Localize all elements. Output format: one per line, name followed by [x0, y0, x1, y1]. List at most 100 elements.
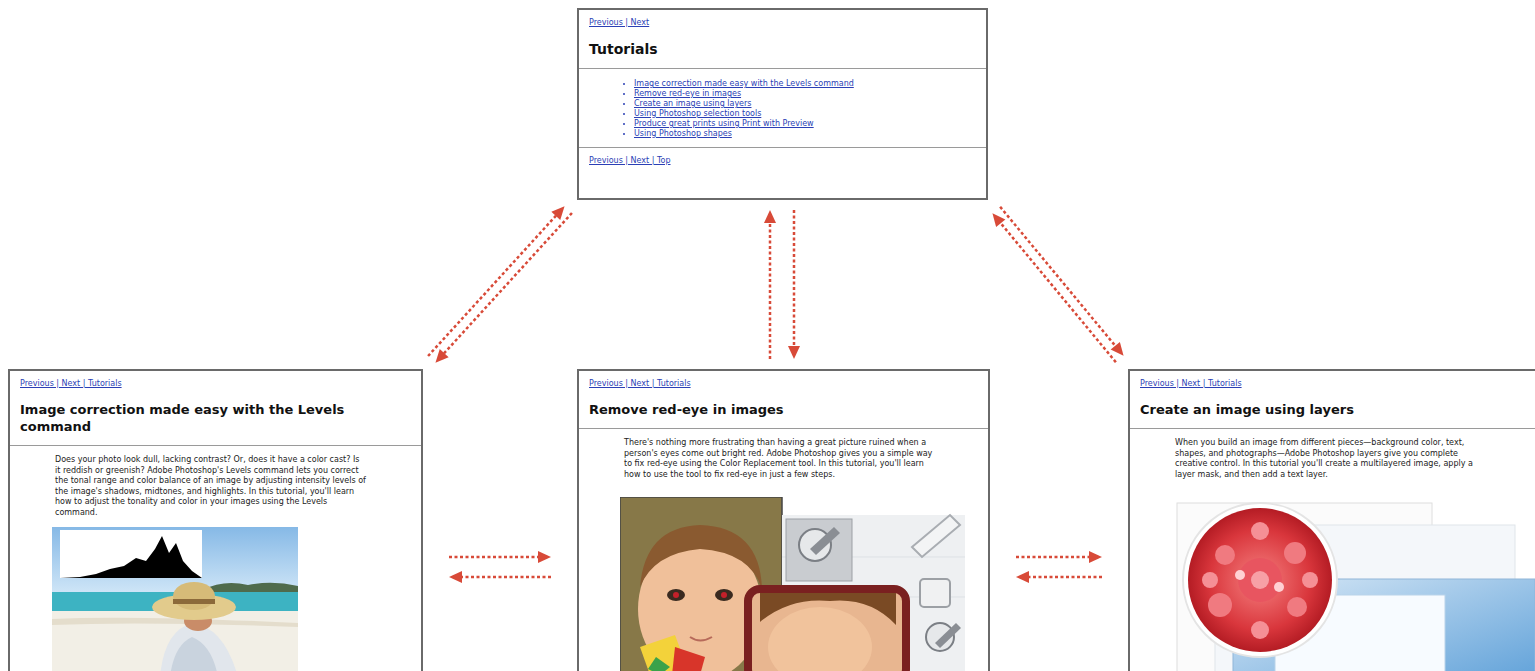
beach-photo-part — [52, 611, 298, 671]
dotted-arrow — [1016, 571, 1102, 583]
rule-line — [1130, 428, 1535, 429]
arrow-head — [992, 213, 1005, 227]
arrow-head — [788, 346, 800, 359]
beach-photo-part — [170, 637, 218, 671]
red-eye-photo-part — [810, 527, 840, 555]
red-eye-photo-part — [786, 519, 852, 581]
page-heading: Create an image using layers — [1140, 401, 1535, 418]
dotted-arrow — [1016, 551, 1102, 563]
histogram — [60, 530, 202, 578]
layers-illustration-part — [1188, 508, 1332, 652]
link-list: Image correction made easy with the Leve… — [634, 79, 976, 139]
dotted-arrow — [788, 210, 800, 359]
dotted-line — [769, 222, 772, 359]
dotted-line — [428, 215, 556, 356]
dotted-line — [1028, 576, 1102, 579]
nav-links: Previous | Next — [589, 18, 976, 28]
arrow-head — [1111, 342, 1124, 356]
webpage-box: Previous | Next | TutorialsCreate an ima… — [1128, 369, 1535, 671]
layers-illustration-part — [1284, 542, 1306, 564]
intro-paragraph: Does your photo look dull, lacking contr… — [55, 455, 366, 518]
tutorial-link: Using Photoshop selection tools — [634, 109, 976, 119]
layers-illustration-part — [1302, 572, 1318, 588]
dotted-line — [449, 556, 539, 559]
nav-links: Previous | Next | Top — [589, 156, 976, 166]
tutorial-link: Remove red-eye in images — [634, 89, 976, 99]
red-eye-photo-part — [721, 592, 727, 598]
nav-links: Previous | Next | Tutorials — [20, 379, 411, 389]
layers-illustration-part — [1287, 597, 1307, 617]
beach-photo-part — [52, 618, 298, 627]
dotted-arrow — [449, 571, 551, 583]
page-heading: Tutorials — [589, 40, 976, 58]
nav-links: Previous | Next | Tutorials — [589, 379, 978, 389]
dotted-line — [1000, 222, 1116, 362]
arrow-head — [449, 571, 462, 583]
arrow-head — [538, 551, 551, 563]
red-eye-photo-part — [935, 623, 961, 648]
layers-illustration-part — [1215, 545, 1235, 565]
red-eye-photo-part — [768, 607, 872, 671]
person-figure — [152, 582, 238, 671]
flower-image — [1183, 503, 1337, 657]
nav-links: Previous | Next | Tutorials — [1140, 379, 1535, 389]
arrow-head — [1089, 551, 1102, 563]
red-eye-photo-part — [912, 515, 960, 557]
red-eye-photo-part — [690, 637, 712, 641]
red-eye-photo-part — [667, 589, 685, 601]
zoom-inset — [748, 589, 906, 671]
layers-illustration-part — [1238, 558, 1282, 602]
dotted-arrow — [1000, 207, 1123, 356]
dotted-line — [444, 213, 572, 354]
arrow-head — [435, 349, 448, 363]
layers-illustration-part — [1251, 571, 1269, 589]
layers-illustration-part — [1251, 522, 1269, 540]
red-eye-photo-part — [673, 592, 679, 598]
red-eye-photo-part — [648, 657, 670, 671]
dotted-arrow — [428, 206, 564, 356]
beach-photo-part — [173, 582, 215, 610]
red-eye-photo-part — [920, 579, 950, 607]
beach-photo-part — [173, 599, 215, 604]
layers-illustration — [1165, 495, 1535, 671]
red-eye-photo-part — [672, 647, 705, 671]
dotted-line — [1016, 556, 1090, 559]
beach-photo-part — [60, 530, 202, 578]
arrow-head — [551, 206, 564, 220]
dotted-arrow — [449, 551, 551, 563]
webpage-box: Previous | Next | TutorialsImage correct… — [8, 369, 423, 671]
beach-photo — [52, 527, 298, 671]
webpage-box: Previous | Next | TutorialsRemove red-ey… — [577, 369, 990, 671]
beach-photo-part — [60, 536, 202, 578]
tutorial-link: Image correction made easy with the Leve… — [634, 79, 976, 89]
rule-line — [579, 68, 986, 69]
intro-paragraph: There's nothing more frustrating than ha… — [624, 438, 933, 480]
red-eye-photo-part — [715, 589, 733, 601]
tutorial-link: Produce great prints using Print with Pr… — [634, 119, 976, 129]
red-eye-photo-part — [640, 525, 762, 589]
layers-illustration-part — [1183, 503, 1337, 657]
rule-line — [579, 147, 986, 148]
beach-photo-part — [52, 527, 298, 597]
layers-illustration-part — [1235, 570, 1245, 580]
red-eye-photo — [620, 497, 965, 671]
page-heading: Image correction made easy with the Leve… — [20, 401, 411, 435]
dotted-arrow — [764, 210, 776, 359]
layers-illustration-part — [1274, 582, 1284, 592]
arrow-head — [1016, 571, 1029, 583]
tutorial-link: Using Photoshop shapes — [634, 129, 976, 139]
dotted-line — [1000, 207, 1116, 347]
arrow-head — [764, 210, 776, 223]
dotted-arrow — [992, 213, 1115, 362]
webpage-box: Previous | NextTutorialsImage correction… — [577, 8, 988, 200]
dotted-line — [461, 576, 551, 579]
tutorial-link: Create an image using layers — [634, 99, 976, 109]
rule-line — [579, 428, 988, 429]
layers-illustration-part — [1202, 572, 1218, 588]
layers-illustration-part — [1251, 621, 1269, 639]
rule-line — [10, 445, 421, 446]
page-heading: Remove red-eye in images — [589, 401, 978, 418]
intro-paragraph: When you build an image from different p… — [1175, 438, 1491, 480]
dotted-arrow — [435, 213, 571, 363]
